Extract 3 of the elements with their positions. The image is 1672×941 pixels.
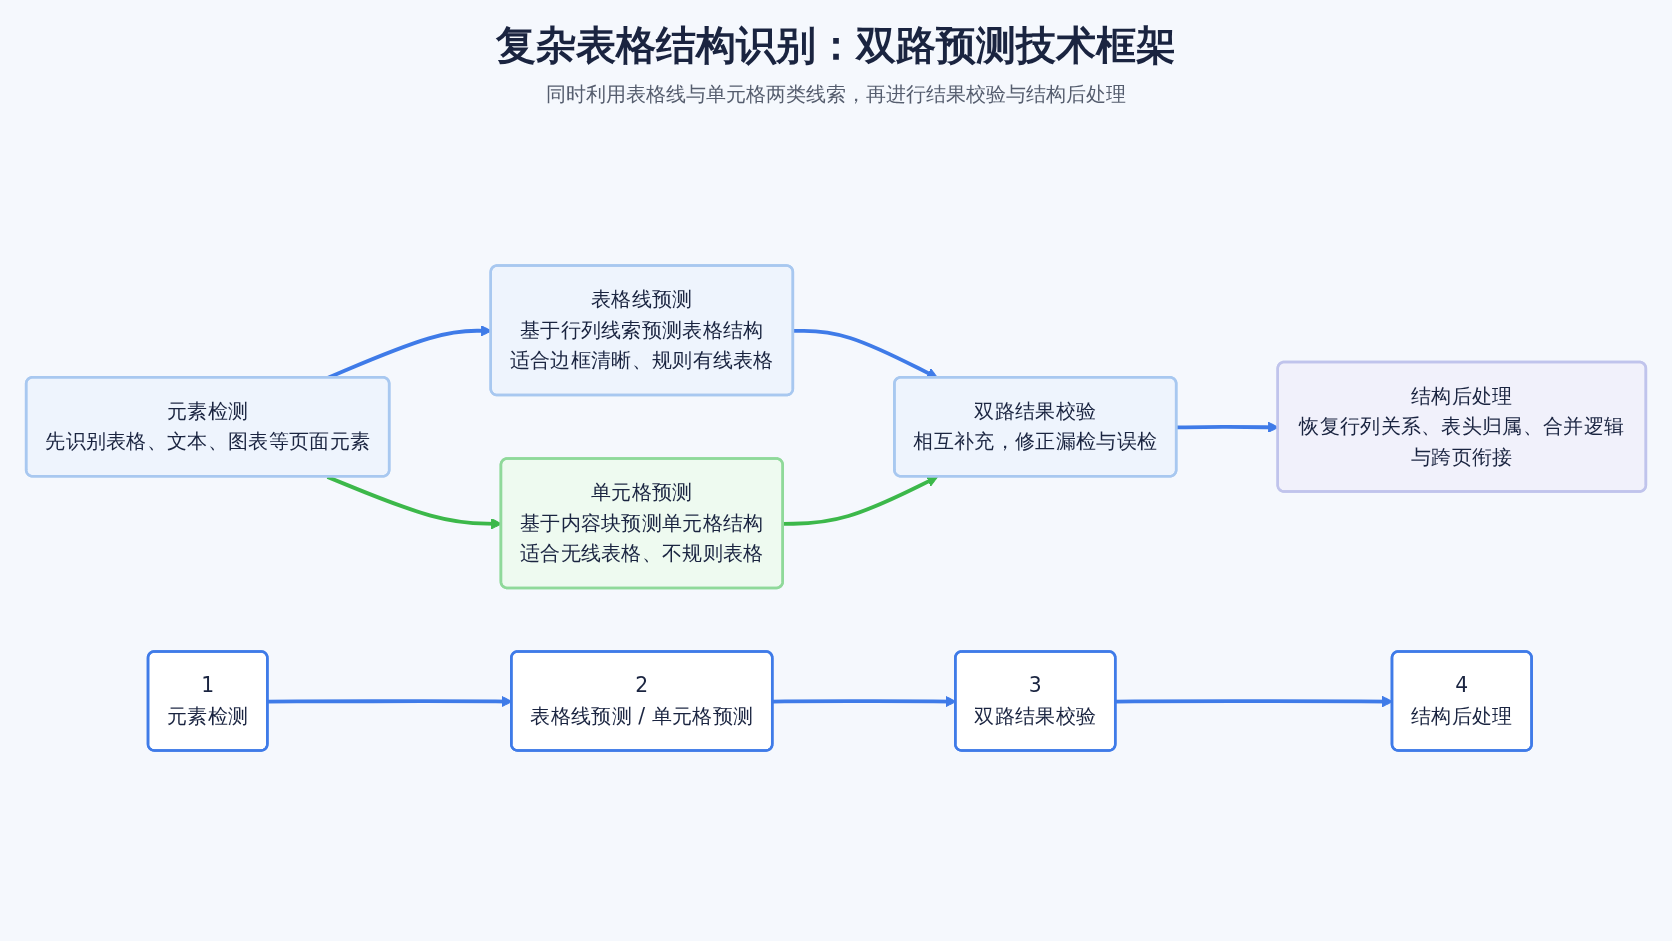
diagram-title: 复杂表格结构识别：双路预测技术框架: [495, 21, 1177, 70]
subtitle: 同时利用表格线与单元格两类线索，再进行结果校验与结构后处理: [545, 81, 1127, 108]
arrow: [783, 476, 939, 526]
